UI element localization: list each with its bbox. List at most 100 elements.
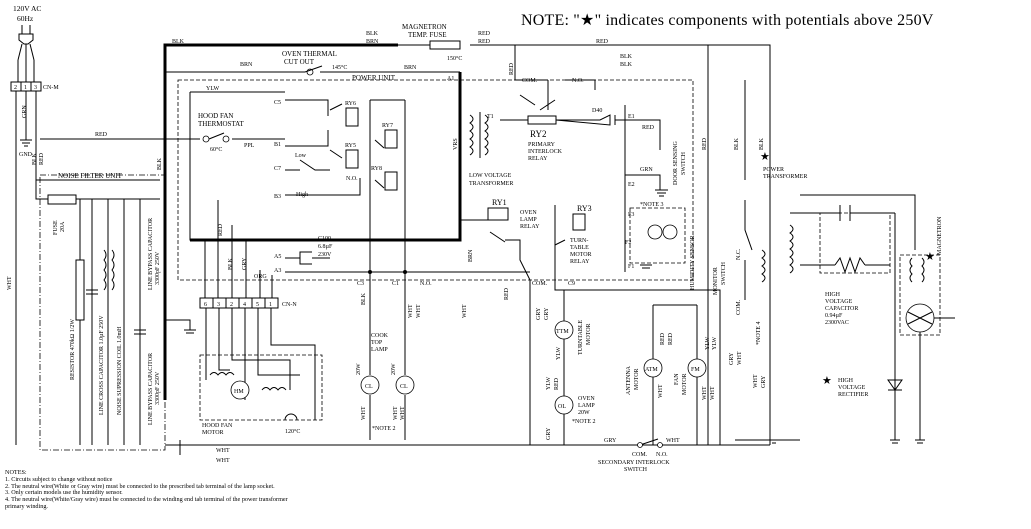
relay-label-ry3: RELAY [570,259,590,265]
note-2: 2. The neutral wire(White or Gray wire) … [5,482,275,490]
hood-fan-motor-label-1: HOOD FAN [202,423,233,429]
hood-fan-thermostat [202,132,230,143]
high-label: High [296,192,308,198]
atm-label: ATM [645,367,658,373]
e2-label: E2 [628,182,635,188]
ry7-label: RY7 [382,123,393,129]
wire-wht-label-cl2: WHT [416,304,422,318]
oven-lamp-label-1: OVEN [578,396,595,402]
supply-frequency: 60Hz [17,14,34,23]
magnetron-star: ★ [925,251,935,263]
turntable-motor-label: TURNTABLE [578,319,584,355]
oven-lamp-label-2: LAMP [578,403,595,409]
wire-ylw-label-1: YLW [206,86,220,92]
wire-brn-label-2: BRN [404,65,417,71]
magnetron-fuse-label-1: MAGNETRON [402,23,447,31]
wire-wht-label-cl3: WHT [361,406,367,420]
note-4: 4. The neutral wire(White/Gray wire) mus… [5,496,288,504]
com-label-ry2: COM. [522,78,538,84]
motor-temp: 120°C [285,428,300,435]
connector-cn-m: 2 1 3 CN-M [10,81,59,92]
wire-wht-label-sec: WHT [666,438,680,444]
e1-label: E1 [628,114,635,120]
wire-wht-label-cl5: WHT [400,406,406,420]
wire-wht-label-bottom-2: WHT [216,458,230,464]
relay-ry8 [384,171,398,191]
interlock-label: INTERLOCK [528,149,563,155]
a1-label: A1 [447,76,454,82]
wire-gry-label-right1: GRY [729,352,735,365]
cn-n-label: CN-N [282,302,297,308]
wire-blk-label-fuse: BLK [366,31,379,37]
t1-label: T1 [487,114,494,120]
thermo-temp: 60°C [210,146,222,153]
wire-blk-label-top-r2: BLK [620,62,633,68]
wire-ylw-label-ttm: YLW [556,346,562,360]
power-unit-box [177,79,694,281]
wire-blk-label-1: BLK [32,152,38,165]
f2-label: F2 [625,240,631,246]
ry5-no-label: N.O. [346,176,358,182]
monitor-label: MONITOR [713,267,719,295]
fan-motor-label: FAN [674,373,680,385]
com-label-monitor: COM. [736,299,742,315]
oven-lamp-w: 20W [578,410,590,416]
hv-rect-star: ★ [822,375,832,387]
magnetron-label: MAGNETRON [937,216,943,255]
cl-lamp-w-1: 20W [356,363,362,375]
door-switch-label: SWITCH [681,151,687,175]
noise-filter-unit-box [39,174,166,451]
fan-motor-label-2: MOTOR [682,373,688,395]
monitor-switch-label: SWITCH [721,261,727,285]
hood-fan-motor-label-2: MOTOR [202,430,224,436]
hv-cap-label-5: 2300VAC [825,320,849,326]
wire-gry-label-ttm1: GRY [536,307,542,320]
cn-n-pin-3: 3 [217,302,220,308]
oven-thermal-cutout [165,65,460,76]
wire-grn-label-door: GRN [640,167,653,173]
wire-org-label: ORG [254,274,267,280]
cn-m-label: CN-M [43,85,59,91]
wire-blk-label-top-r1: BLK [620,54,633,60]
cl-lamp-w-2: 20W [391,363,397,375]
wire-brn-label-3: BRN [468,249,474,262]
a5-label: A5 [274,254,281,260]
relay-label-ry1: RELAY [520,224,540,230]
hv-cap-label-2: VOLTAGE [825,299,853,305]
wire-wht-label-c: WHT [462,304,468,318]
cn-m-pin-2: 1 [24,85,27,91]
humidity-sensor-element-1 [647,224,663,240]
hv-rect-label-3: RECTIFIER [838,392,868,398]
hv-cap-label-4: 0.94µF [825,313,843,319]
wire-red-label-ol: RED [554,377,560,390]
vrs-label: VRS [453,138,459,150]
cn-n-pin-4: 4 [243,302,246,308]
f3-label: F3 [628,212,634,218]
wire-wht-label-right2: WHT [753,374,759,388]
note-3: 3. Only certain models use the humidity … [5,489,123,497]
relay-ry1 [487,207,509,221]
power-transformer-label-1: POWER [763,167,784,173]
note2-label-1: *NOTE 2 [372,426,396,432]
wire-blk-label-cl: BLK [361,292,367,305]
humidity-sensor-box [629,207,686,264]
wire-wht-label-supply: WHT [7,276,13,290]
plug-icon [17,25,35,61]
ry2-label: RY2 [530,129,547,139]
humidity-sensor-element-2 [662,224,678,240]
note-4-cont: primary winding. [5,502,48,510]
f1-label: F1 [628,264,634,270]
cn-m-pin-3: 3 [34,85,37,91]
secondary-switch-label: SWITCH [624,467,648,473]
turn-label: TURN- [570,238,588,244]
ry6-label: RY6 [345,101,356,107]
note4-label: *NOTE 4 [756,322,762,346]
wire-wht-label-right1: WHT [737,351,743,365]
cook-top-lamp-2 [395,375,415,395]
c7-label: C7 [274,166,281,172]
wire-red-label-1: RED [39,152,45,165]
wire-blk-label-3: BLK [228,257,234,270]
line-bypass-cap-2-label: LINE BYPASS CAPACITOR [148,353,154,425]
wire-gry-label-ol: GRY [546,427,552,440]
cl-label-2: CL [400,384,408,390]
